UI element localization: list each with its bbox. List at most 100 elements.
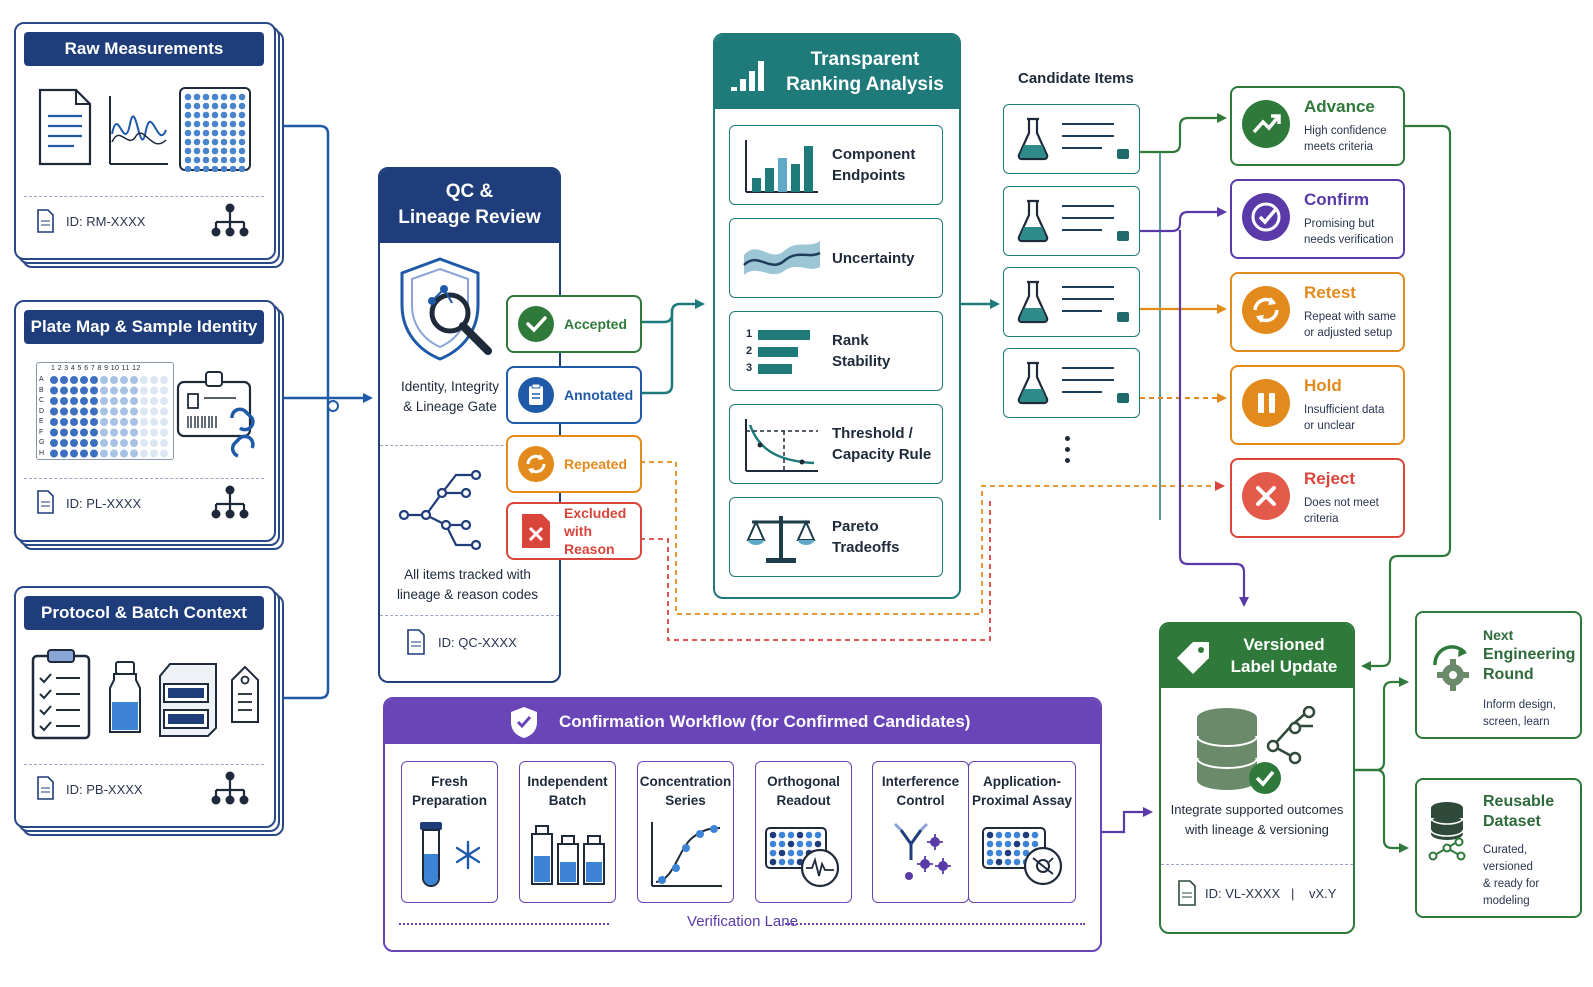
tag-icon <box>231 665 259 723</box>
well <box>229 102 237 110</box>
more-candidates-ellipsis <box>1065 436 1071 463</box>
well <box>60 386 68 395</box>
close-icon <box>1242 472 1290 520</box>
candidate-item[interactable] <box>1003 348 1140 418</box>
threshold-curve-icon <box>745 419 818 472</box>
well <box>986 840 994 848</box>
plate-map-card[interactable]: Plate Map & Sample Identity 1 2 3 4 5 6 … <box>14 300 284 550</box>
status-repeated[interactable]: Repeated <box>506 435 642 493</box>
well <box>805 831 813 839</box>
well <box>220 165 228 172</box>
well <box>211 147 219 155</box>
card-id: ID: PL-XXXX <box>66 496 142 511</box>
well <box>238 147 246 155</box>
well <box>120 386 128 395</box>
versioned-title-line1: Versioned <box>1243 635 1325 654</box>
plate-row-label: F <box>39 428 44 436</box>
well <box>211 111 219 119</box>
versioned-id: ID: VL-XXXX <box>1205 886 1281 901</box>
confirmation-workflow-panel[interactable]: Confirmation Workflow (for Confirmed Can… <box>383 697 1102 952</box>
well <box>130 428 138 437</box>
well <box>140 418 148 426</box>
candidate-item[interactable] <box>1003 186 1140 256</box>
candidate-item[interactable] <box>1003 267 1140 337</box>
versioned-label-update-panel[interactable]: Versioned Label Update Integrate support… <box>1159 622 1355 934</box>
well <box>202 147 210 155</box>
well <box>184 93 192 101</box>
well <box>238 129 246 137</box>
raw-measurements-card[interactable]: Raw Measurements ID: RM-XXXX <box>14 22 284 268</box>
assay-plate-icon <box>982 827 1063 886</box>
well <box>70 397 78 405</box>
qc-gate-line2: & Lineage Gate <box>403 399 497 414</box>
line-placeholder <box>1062 217 1114 219</box>
flask-icon <box>1017 117 1049 161</box>
well <box>80 376 88 384</box>
well <box>202 138 210 146</box>
well <box>80 397 88 405</box>
qc-title-line2: Lineage Review <box>398 207 541 228</box>
status-chip <box>1117 393 1129 403</box>
line-placeholder <box>1062 310 1102 312</box>
versioned-to-dataset <box>1353 768 1409 853</box>
candidate-item[interactable] <box>1003 104 1140 174</box>
status-accepted[interactable]: Accepted <box>506 295 642 353</box>
well <box>229 120 237 128</box>
well <box>50 418 58 426</box>
line-placeholder <box>1062 135 1114 137</box>
well <box>150 428 158 437</box>
file-icon <box>407 629 425 655</box>
well <box>202 165 210 172</box>
status-annotated[interactable]: Annotated <box>506 366 642 424</box>
qc-gate-line1: Identity, Integrity <box>400 379 500 394</box>
well <box>70 449 78 458</box>
well <box>130 418 138 426</box>
status-label: Accepted <box>564 316 628 332</box>
trending-up-icon <box>1242 100 1290 148</box>
qc-lineage-review-panel[interactable]: QC & Lineage Review Identity, Integrity … <box>378 167 561 683</box>
well <box>140 407 148 416</box>
ranking-uncertainty[interactable]: Uncertainty <box>729 218 943 298</box>
well <box>80 386 88 395</box>
versioned-title: Versioned Label Update <box>1221 634 1347 678</box>
well <box>50 376 58 384</box>
well <box>796 831 804 839</box>
clipboard-note-icon <box>518 377 554 413</box>
divider <box>380 615 559 616</box>
well <box>90 418 98 426</box>
protocol-batch-card[interactable]: Protocol & Batch Context <box>14 586 284 836</box>
workflow-to-versioned <box>1100 807 1153 834</box>
step-application-proximal-assay[interactable]: Application-Proximal Assay <box>968 761 1076 903</box>
well <box>60 418 68 426</box>
antibody-interference-icon <box>893 822 951 880</box>
flask-icon <box>1017 361 1049 405</box>
well <box>1013 858 1021 866</box>
well <box>184 111 192 119</box>
well <box>220 102 228 110</box>
well <box>60 407 68 416</box>
well <box>1004 849 1012 857</box>
ranking-threshold-capacity[interactable]: Threshold /Capacity Rule <box>729 404 943 484</box>
